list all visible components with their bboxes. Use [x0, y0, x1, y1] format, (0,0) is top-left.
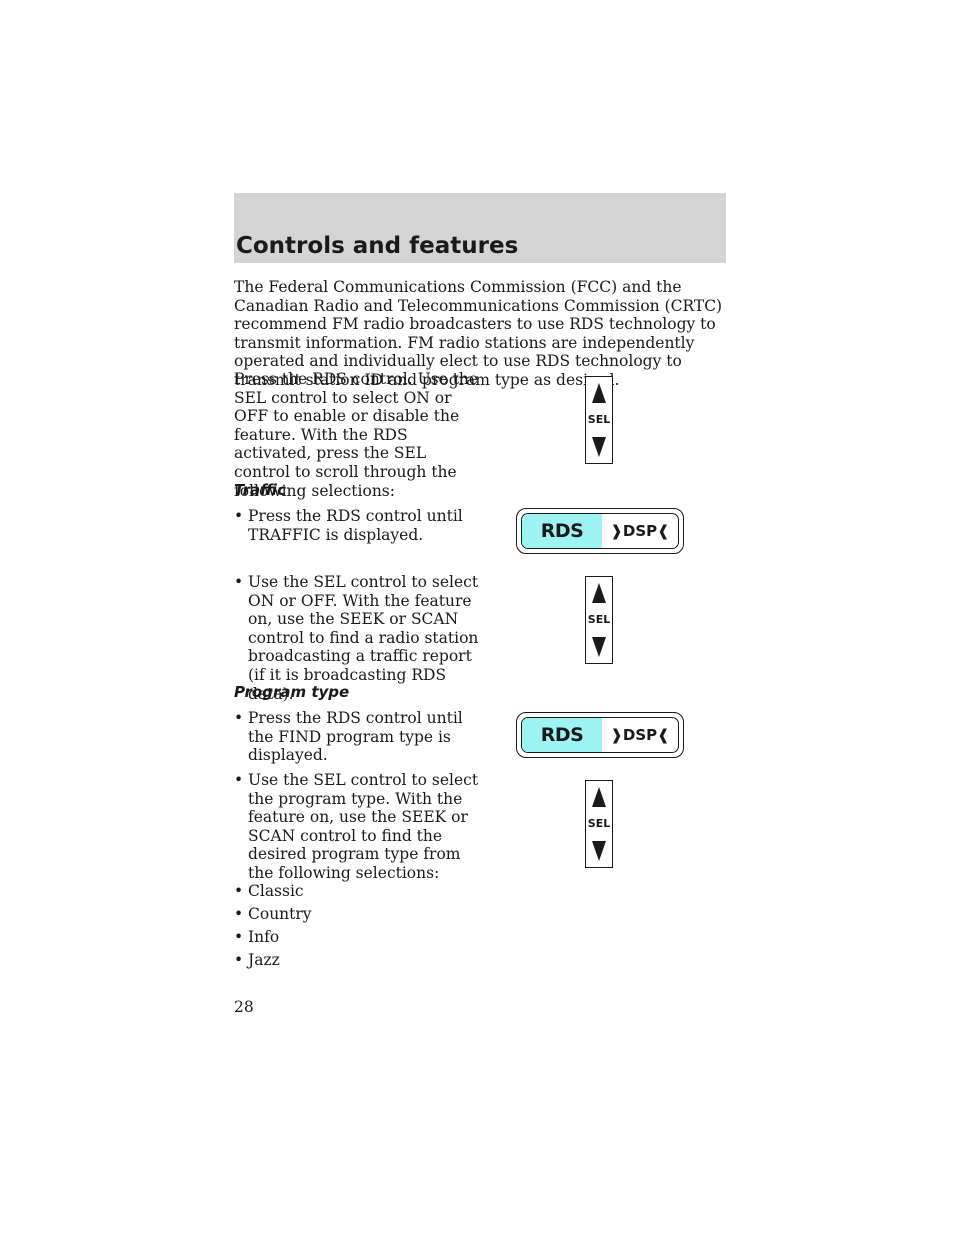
bullet-icon: • — [234, 771, 244, 789]
rds-dsp-panel: RDS ❱DSP❰ — [521, 513, 679, 549]
bullet-icon: • — [234, 928, 244, 946]
rds-dsp-panel: RDS ❱DSP❰ — [521, 717, 679, 753]
sel-icon-label: SEL — [587, 613, 611, 626]
sel-icon-label: SEL — [587, 817, 611, 830]
dsp-right-arrows-icon: ❱ — [610, 522, 623, 540]
list-item: • Press the RDS control until the FIND p… — [234, 709, 484, 765]
list-item: • Use the SEL control to select the prog… — [234, 771, 484, 883]
arrow-down-icon — [592, 841, 606, 861]
list-item-text: Classic — [248, 882, 304, 900]
list-item-text: Use the SEL control to select ON or OFF.… — [248, 573, 479, 703]
arrow-up-icon — [592, 787, 606, 807]
dsp-text: DSP — [622, 522, 658, 540]
arrow-down-icon — [592, 637, 606, 657]
list-item-text: Info — [248, 928, 280, 946]
page-number: 28 — [234, 998, 254, 1016]
list-item: • Classic — [234, 882, 484, 901]
arrow-up-icon — [592, 583, 606, 603]
traffic-heading: Traffic — [234, 481, 287, 499]
section-title: Controls and features — [236, 233, 519, 259]
dsp-left-arrows-icon: ❰ — [657, 522, 670, 540]
dsp-label: ❱DSP❰ — [602, 718, 678, 752]
list-item: • Press the RDS control until TRAFFIC is… — [234, 507, 484, 544]
sel-control-icon: SEL — [585, 576, 613, 664]
list-item: • Jazz — [234, 951, 484, 970]
list-item: • Info — [234, 928, 484, 947]
dsp-left-arrows-icon: ❰ — [657, 726, 670, 744]
bullet-icon: • — [234, 507, 244, 525]
dsp-right-arrows-icon: ❱ — [610, 726, 623, 744]
rds-label: RDS — [522, 718, 602, 752]
rds-dsp-control-icon: RDS ❱DSP❰ — [516, 712, 684, 758]
sel-control-icon: SEL — [585, 780, 613, 868]
bullet-icon: • — [234, 573, 244, 591]
list-item-text: Use the SEL control to select the progra… — [248, 771, 479, 882]
intro-paragraph: The Federal Communications Commission (F… — [234, 278, 723, 389]
list-item: • Use the SEL control to select ON or OF… — [234, 573, 484, 703]
list-item-text: Press the RDS control until TRAFFIC is d… — [248, 507, 463, 544]
arrow-up-icon — [592, 383, 606, 403]
dsp-label: ❱DSP❰ — [602, 514, 678, 548]
bullet-icon: • — [234, 882, 244, 900]
list-item-text: Press the RDS control until the FIND pro… — [248, 709, 463, 765]
list-item-text: Jazz — [248, 951, 280, 969]
bullet-icon: • — [234, 905, 244, 923]
list-item: • Country — [234, 905, 484, 924]
rds-dsp-control-icon: RDS ❱DSP❰ — [516, 508, 684, 554]
sel-icon-label: SEL — [587, 413, 611, 426]
header-band — [234, 193, 726, 263]
bullet-icon: • — [234, 709, 244, 727]
sel-control-icon: SEL — [585, 376, 613, 464]
list-item-text: Country — [248, 905, 312, 923]
bullet-icon: • — [234, 951, 244, 969]
program-type-heading: Program type — [234, 683, 350, 701]
rds-label: RDS — [522, 514, 602, 548]
rds-paragraph: Press the RDS control. Use the SEL contr… — [234, 370, 479, 500]
dsp-text: DSP — [622, 726, 658, 744]
arrow-down-icon — [592, 437, 606, 457]
